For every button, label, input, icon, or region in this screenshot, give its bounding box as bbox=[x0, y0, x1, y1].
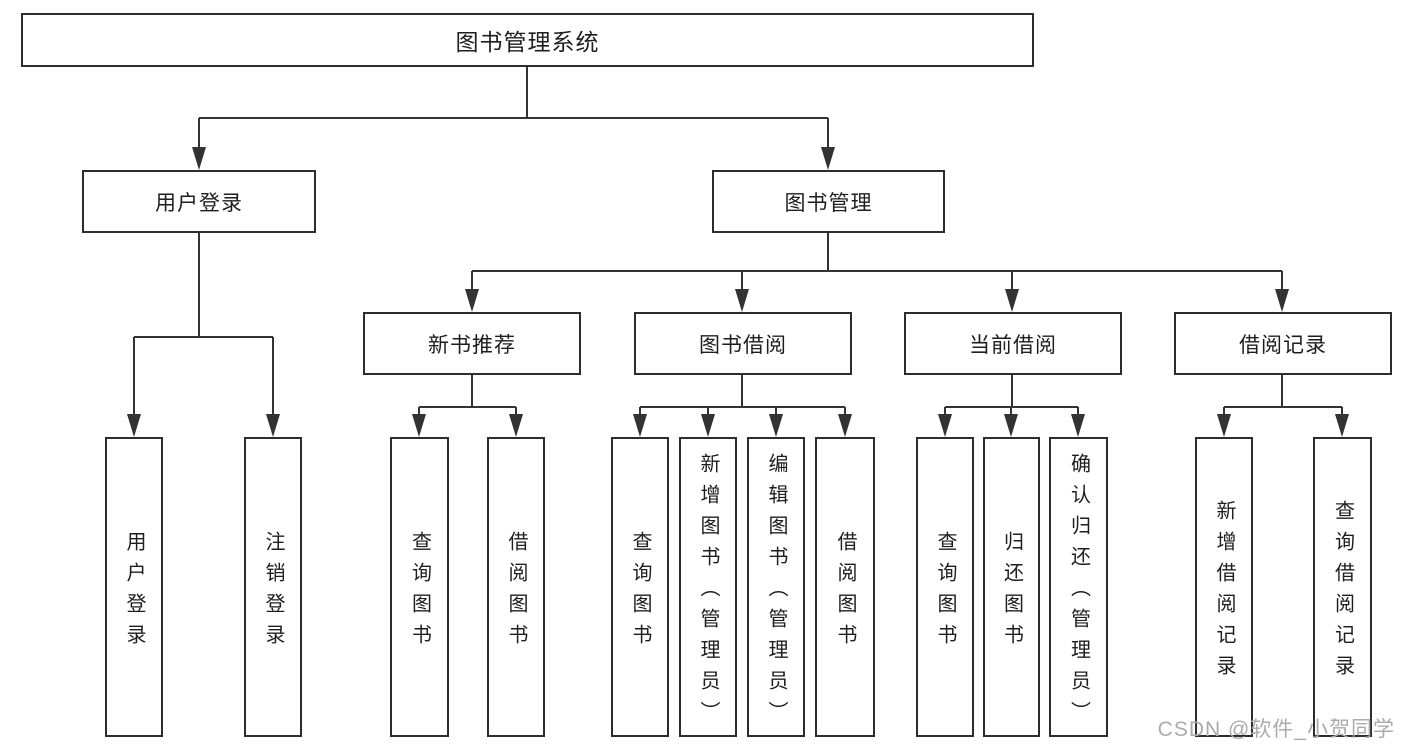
leaf-current-return-books: 归还图书 bbox=[983, 437, 1040, 737]
node-current-borrow-label: 当前借阅 bbox=[969, 333, 1057, 357]
leaf-current-confirm-return-admin-label: 确认归还（管理员） bbox=[1067, 453, 1090, 732]
leaf-rec-query-books: 查询图书 bbox=[390, 437, 449, 737]
node-current-borrow: 当前借阅 bbox=[904, 312, 1122, 375]
node-user-login-label: 用户登录 bbox=[155, 191, 243, 215]
node-book-borrow-label: 图书借阅 bbox=[699, 333, 787, 357]
node-book-management: 图书管理 bbox=[712, 170, 945, 233]
leaf-logout: 注销登录 bbox=[244, 437, 302, 737]
csdn-watermark: CSDN @软件_小贺同学 bbox=[1157, 718, 1395, 741]
node-user-login: 用户登录 bbox=[82, 170, 316, 233]
leaf-current-query-books-label: 查询图书 bbox=[934, 530, 956, 655]
node-borrow-records-label: 借阅记录 bbox=[1239, 333, 1327, 357]
leaf-user-login-label: 用户登录 bbox=[123, 530, 145, 655]
leaf-records-add-record: 新增借阅记录 bbox=[1195, 437, 1253, 737]
leaf-borrow-query-books: 查询图书 bbox=[611, 437, 669, 737]
leaf-borrow-add-books-admin-label: 新增图书（管理员） bbox=[697, 453, 719, 732]
leaf-rec-borrow-books: 借阅图书 bbox=[487, 437, 545, 737]
leaf-current-query-books: 查询图书 bbox=[916, 437, 974, 737]
leaf-borrow-borrow-books: 借阅图书 bbox=[815, 437, 875, 737]
node-new-book-recommend: 新书推荐 bbox=[363, 312, 581, 375]
leaf-borrow-edit-books-admin: 编辑图书（管理员） bbox=[747, 437, 805, 737]
leaf-records-query-record-label: 查询借阅记录 bbox=[1331, 499, 1354, 686]
leaf-borrow-borrow-books-label: 借阅图书 bbox=[834, 530, 856, 655]
node-borrow-records: 借阅记录 bbox=[1174, 312, 1392, 375]
leaf-records-add-record-label: 新增借阅记录 bbox=[1213, 499, 1235, 686]
node-new-book-recommend-label: 新书推荐 bbox=[428, 333, 516, 357]
arrowheads bbox=[127, 147, 1349, 437]
leaf-records-query-record: 查询借阅记录 bbox=[1313, 437, 1372, 737]
leaf-logout-label: 注销登录 bbox=[262, 530, 284, 655]
node-book-management-label: 图书管理 bbox=[784, 191, 873, 215]
leaf-borrow-edit-books-admin-label: 编辑图书（管理员） bbox=[765, 453, 787, 732]
leaf-borrow-add-books-admin: 新增图书（管理员） bbox=[679, 437, 737, 737]
node-root: 图书管理系统 bbox=[21, 13, 1034, 67]
leaf-current-return-books-label: 归还图书 bbox=[1000, 530, 1023, 655]
leaf-rec-borrow-books-label: 借阅图书 bbox=[505, 530, 527, 655]
leaf-current-confirm-return-admin: 确认归还（管理员） bbox=[1049, 437, 1108, 737]
leaf-borrow-query-books-label: 查询图书 bbox=[629, 530, 651, 655]
leaf-user-login: 用户登录 bbox=[105, 437, 163, 737]
node-book-borrow: 图书借阅 bbox=[634, 312, 852, 375]
leaf-rec-query-books-label: 查询图书 bbox=[408, 530, 431, 655]
node-root-label: 图书管理系统 bbox=[455, 29, 600, 55]
